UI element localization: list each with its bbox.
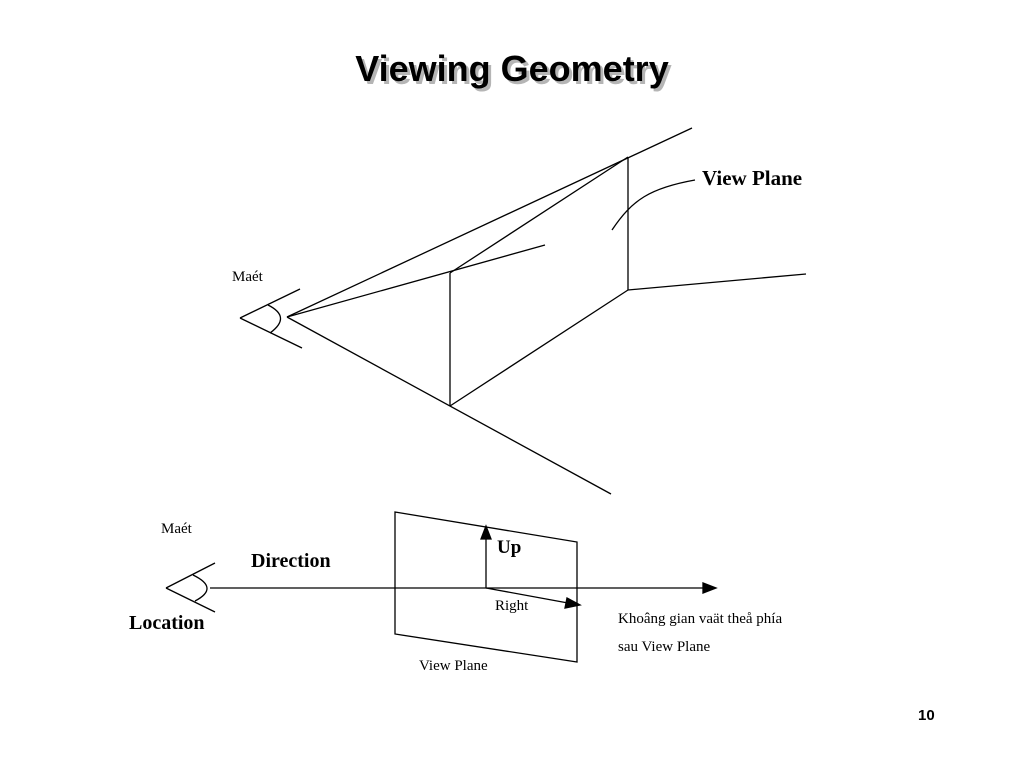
top-view-plane-label: View Plane — [702, 166, 803, 190]
behind-space-label-line1: Khoâng gian vaät theå phía — [618, 611, 783, 627]
view-plane-quad — [394, 511, 578, 663]
eye-upper-stroke — [239, 288, 301, 319]
up-arrowhead — [480, 524, 492, 540]
right-vector — [485, 587, 569, 604]
bottom-view-plane-label: View Plane — [419, 658, 488, 674]
up-label: Up — [497, 537, 522, 558]
right-arrowhead — [564, 597, 582, 609]
page-number: 10 — [918, 707, 935, 724]
view-plane-leader-line — [611, 179, 696, 231]
near-plane-top-edge — [449, 156, 629, 274]
title-container: Viewing Geometry — [0, 48, 1024, 90]
top-eye-label: Maét — [232, 269, 263, 285]
direction-label: Direction — [251, 550, 331, 572]
bottom-eye-label: Maét — [161, 521, 192, 537]
near-plane-bottom-edge — [449, 289, 629, 407]
eye-arc — [267, 304, 282, 334]
behind-space-label-line2: sau View Plane — [618, 639, 711, 655]
eye-lower-stroke — [165, 587, 216, 613]
frustum-ray-top-far — [286, 127, 693, 318]
eye-upper-stroke — [165, 562, 216, 589]
eye-arc — [192, 574, 208, 602]
slide-title: Viewing Geometry — [355, 48, 669, 89]
frustum-ray-near-top — [286, 244, 546, 318]
top-frustum-diagram — [239, 127, 807, 495]
location-label: Location — [129, 612, 205, 634]
right-label: Right — [495, 598, 529, 614]
far-ray-right — [627, 273, 807, 291]
bottom-camera-diagram — [165, 511, 718, 663]
direction-arrowhead — [702, 582, 718, 594]
frustum-ray-bottom — [286, 316, 612, 495]
